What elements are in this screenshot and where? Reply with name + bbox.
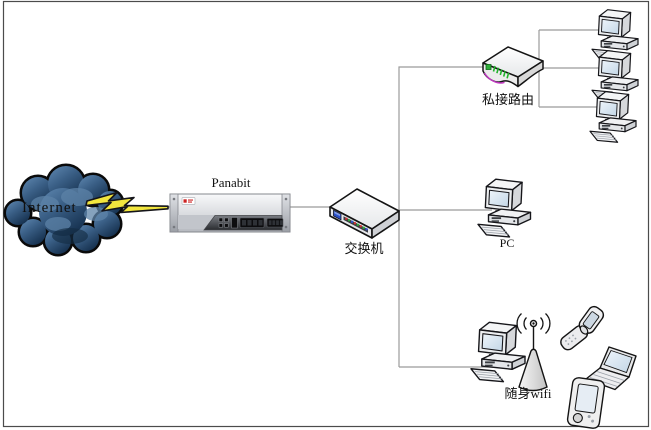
router-accent-stripe — [483, 72, 505, 84]
pc-node: PC — [477, 178, 532, 250]
switch-leds — [345, 217, 368, 231]
internet-label: Internet — [22, 200, 77, 216]
laptop — [585, 346, 637, 391]
panabit-label: Panabit — [212, 175, 251, 190]
wifi-antenna — [516, 313, 551, 392]
panabit-appliance: Panabit — [169, 175, 291, 233]
router-label: 私接路由 — [482, 92, 534, 107]
wifi-host-node: 随身wifi — [470, 313, 552, 401]
pc-label: PC — [500, 236, 515, 250]
switch-device: 交换机 — [329, 188, 400, 256]
lightning-bolt-icon — [85, 191, 169, 214]
router-device: 私接路由 — [482, 46, 544, 107]
switch-display — [333, 209, 342, 221]
panabit-port-panel — [203, 215, 284, 231]
flip-phone — [560, 305, 605, 351]
switch-label: 交换机 — [344, 241, 383, 256]
connection-line-switch-router — [398, 66, 483, 367]
router-led — [485, 64, 492, 70]
pda — [566, 377, 606, 429]
router-vent-bars — [492, 65, 510, 79]
wifi-waves-icon — [516, 313, 551, 334]
panabit-logo-badge — [181, 197, 196, 205]
wifi-label: 随身wifi — [505, 386, 552, 401]
